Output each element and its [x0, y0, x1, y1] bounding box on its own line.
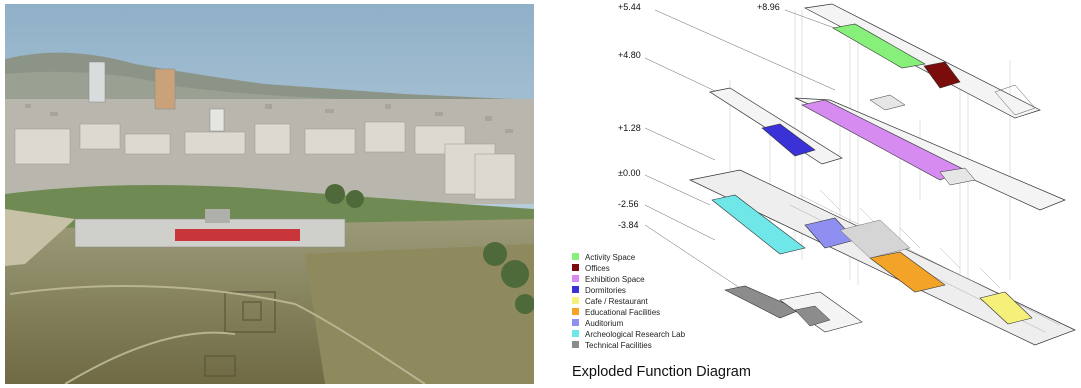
- legend-swatch: [572, 341, 579, 348]
- legend-swatch: [572, 275, 579, 282]
- level-leaders: [644, 9, 841, 289]
- legend-swatch: [572, 286, 579, 293]
- legend-swatch: [572, 264, 579, 271]
- legend-label: Technical Facilities: [585, 341, 652, 350]
- legend-swatch: [572, 253, 579, 260]
- legend-swatch: [572, 297, 579, 304]
- legend-swatch: [572, 319, 579, 326]
- legend-label: Offices: [585, 264, 610, 273]
- exploded-function-diagram: +5.44 +8.96 +4.80 +1.28 ±0.00 -2.56 -3.8…: [572, 2, 1076, 380]
- level-label: +8.96: [757, 2, 780, 12]
- legend-label: Educational Facilities: [585, 308, 660, 317]
- level-label: +5.44: [618, 2, 641, 12]
- level-label: -2.56: [618, 199, 639, 209]
- aerial-site-photo: [5, 4, 534, 384]
- legend-label: Activity Space: [585, 253, 636, 262]
- legend-swatch: [572, 330, 579, 337]
- floor-plate-ground: [688, 169, 1076, 346]
- floor-plate-exhibition: [794, 94, 1066, 211]
- level-label: +4.80: [618, 50, 641, 60]
- legend-label: Dormitories: [585, 286, 626, 295]
- legend-label: Auditorium: [585, 319, 624, 328]
- legend-swatch: [572, 308, 579, 315]
- legend-label: Exhibition Space: [585, 275, 645, 284]
- floor-plate-technical: [724, 285, 863, 333]
- floor-plate-top: [803, 3, 1041, 119]
- floor-plate-dormitories: [709, 87, 843, 165]
- legend-label: Cafe / Restaurant: [585, 297, 648, 306]
- diagram-title: Exploded Function Diagram: [572, 364, 751, 380]
- level-label: +1.28: [618, 123, 641, 133]
- legend-label: Archeological Research Lab: [585, 330, 686, 339]
- level-label: -3.84: [618, 220, 639, 230]
- legend: Activity Space Offices Exhibition Space …: [572, 253, 686, 350]
- level-label: ±0.00: [618, 168, 640, 178]
